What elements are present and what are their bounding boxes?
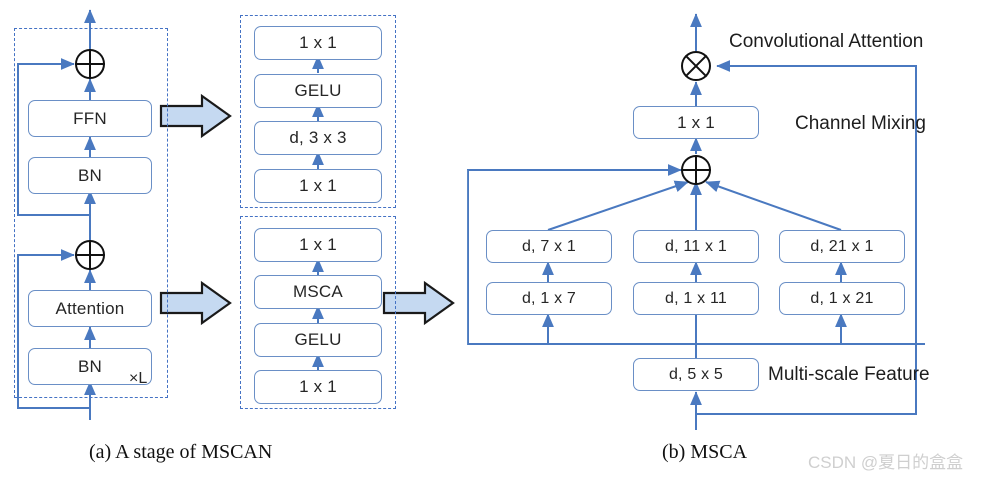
node-branch11-vert[interactable]: d, 11 x 1 xyxy=(633,230,759,263)
node-att-conv1x1-in[interactable]: 1 x 1 xyxy=(254,370,382,404)
panel-attention-dashed-border xyxy=(240,216,396,409)
block-arrow-attention xyxy=(159,280,232,326)
node-att-gelu-label: GELU xyxy=(294,330,342,349)
panel-b-skip-border xyxy=(467,170,927,345)
panel-ffn-dashed-border xyxy=(240,15,396,208)
node-branch21-vert[interactable]: d, 21 x 1 xyxy=(779,230,905,263)
node-ffn-label: FFN xyxy=(73,108,107,128)
node-ffn-conv1x1-out-label: 1 x 1 xyxy=(299,33,337,52)
caption-panel-b: (b) MSCA xyxy=(662,441,748,463)
node-ffn-dwconv3x3-label: d, 3 x 3 xyxy=(289,128,347,147)
node-attention-label: Attention xyxy=(55,298,125,318)
node-stem-dwconv5x5-label: d, 5 x 5 xyxy=(668,365,724,383)
node-branch11-vert-label: d, 11 x 1 xyxy=(665,237,727,255)
node-ffn[interactable]: FFN xyxy=(28,100,152,137)
caption-panel-a: (a) A stage of MSCAN xyxy=(89,441,273,463)
node-ffn-gelu[interactable]: GELU xyxy=(254,74,382,108)
node-ffn-conv1x1-in[interactable]: 1 x 1 xyxy=(254,169,382,203)
node-branch21-vert-label: d, 21 x 1 xyxy=(810,237,874,255)
block-arrow-msca xyxy=(382,280,455,326)
node-bn-lower-label: BN xyxy=(77,356,103,376)
node-att-msca-label: MSCA xyxy=(293,282,343,301)
node-bn-upper-label: BN xyxy=(77,165,103,185)
watermark: CSDN @夏日的盒盒 xyxy=(808,453,964,472)
node-att-gelu[interactable]: GELU xyxy=(254,323,382,357)
node-att-conv1x1-out-label: 1 x 1 xyxy=(299,235,337,254)
node-branch21-horiz[interactable]: d, 1 x 21 xyxy=(779,282,905,315)
node-branch11-horiz[interactable]: d, 1 x 11 xyxy=(633,282,759,315)
node-att-conv1x1-out[interactable]: 1 x 1 xyxy=(254,228,382,262)
add-operator-top xyxy=(75,49,105,79)
node-branch11-horiz-label: d, 1 x 11 xyxy=(665,289,727,307)
annotation-convolutional-attention: Convolutional Attention xyxy=(729,31,924,52)
node-stem-dwconv5x5[interactable]: d, 5 x 5 xyxy=(633,358,759,391)
node-bn-upper[interactable]: BN xyxy=(28,157,152,194)
node-ffn-conv1x1-in-label: 1 x 1 xyxy=(299,176,337,195)
node-branch7-vert-label: d, 7 x 1 xyxy=(521,237,577,255)
annotation-multi-scale-feature: Multi-scale Feature xyxy=(768,364,930,385)
add-operator-msca xyxy=(681,155,711,185)
add-operator-bottom xyxy=(75,240,105,270)
panel-a-dashed-border xyxy=(14,28,168,398)
multiply-operator xyxy=(681,51,711,81)
node-ffn-gelu-label: GELU xyxy=(294,81,342,100)
node-attention[interactable]: Attention xyxy=(28,290,152,327)
node-branch7-horiz[interactable]: d, 1 x 7 xyxy=(486,282,612,315)
node-att-msca[interactable]: MSCA xyxy=(254,275,382,309)
node-ffn-dwconv3x3[interactable]: d, 3 x 3 xyxy=(254,121,382,155)
annotation-channel-mixing: Channel Mixing xyxy=(795,113,926,134)
node-branch21-horiz-label: d, 1 x 21 xyxy=(810,289,874,307)
node-msca-conv1x1[interactable]: 1 x 1 xyxy=(633,106,759,139)
node-branch7-horiz-label: d, 1 x 7 xyxy=(521,289,577,307)
node-msca-conv1x1-label: 1 x 1 xyxy=(677,112,715,132)
repeat-count-label: ×L xyxy=(129,370,148,387)
node-branch7-vert[interactable]: d, 7 x 1 xyxy=(486,230,612,263)
node-bn-lower[interactable]: BN xyxy=(28,348,152,385)
block-arrow-ffn xyxy=(159,93,232,139)
node-ffn-conv1x1-out[interactable]: 1 x 1 xyxy=(254,26,382,60)
node-att-conv1x1-in-label: 1 x 1 xyxy=(299,377,337,396)
